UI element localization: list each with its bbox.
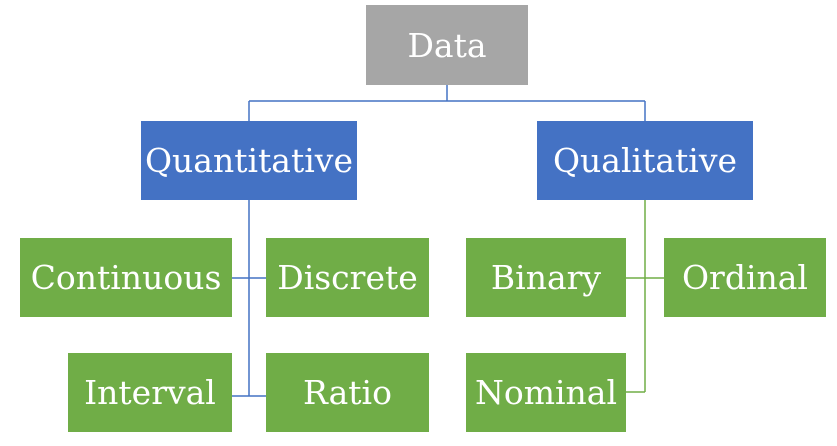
node-continuous: Continuous (20, 238, 232, 317)
node-data-label: Data (407, 25, 487, 65)
node-quantitative-label: Quantitative (145, 141, 353, 180)
node-nominal: Nominal (466, 353, 626, 432)
node-nominal-label: Nominal (474, 373, 618, 412)
node-data: Data (366, 5, 528, 85)
node-qualitative: Qualitative (537, 121, 753, 200)
node-ordinal-label: Ordinal (682, 258, 808, 297)
node-interval: Interval (68, 353, 232, 432)
node-interval-label: Interval (84, 373, 216, 412)
node-ordinal: Ordinal (664, 238, 826, 317)
node-discrete: Discrete (266, 238, 429, 317)
node-discrete-label: Discrete (277, 258, 418, 297)
node-ratio: Ratio (266, 353, 429, 432)
node-ratio-label: Ratio (303, 373, 392, 412)
node-quantitative: Quantitative (141, 121, 357, 200)
node-qualitative-label: Qualitative (552, 141, 737, 180)
node-binary: Binary (466, 238, 626, 317)
node-binary-label: Binary (490, 258, 602, 297)
node-continuous-label: Continuous (30, 258, 222, 297)
